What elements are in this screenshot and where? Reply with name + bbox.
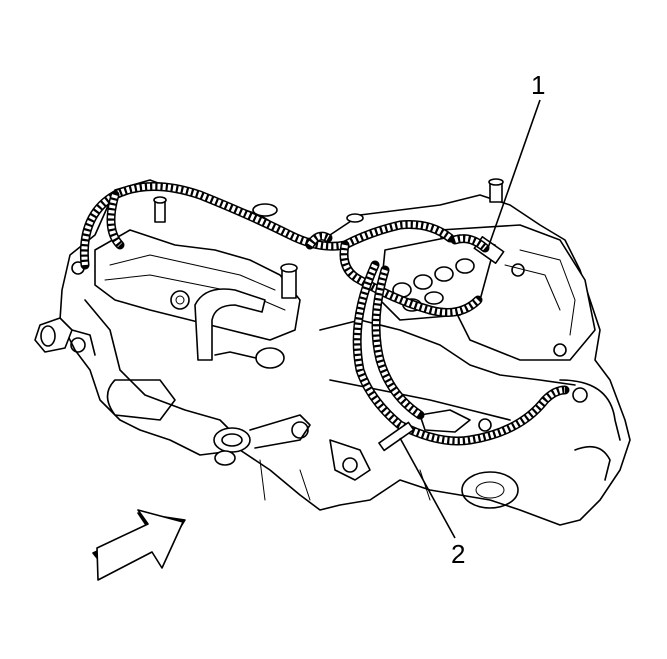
front-view-arrow-icon bbox=[92, 509, 186, 581]
wiring-harness bbox=[79, 182, 570, 446]
callout-leader-lines bbox=[399, 99, 541, 539]
engine-block-outline bbox=[34, 178, 631, 526]
harness-clip bbox=[378, 421, 415, 452]
callout-1-number: 1 bbox=[531, 70, 546, 100]
callout-2-leader bbox=[399, 437, 456, 539]
callout-2-number: 2 bbox=[451, 539, 466, 569]
callout-1-leader bbox=[487, 99, 541, 249]
